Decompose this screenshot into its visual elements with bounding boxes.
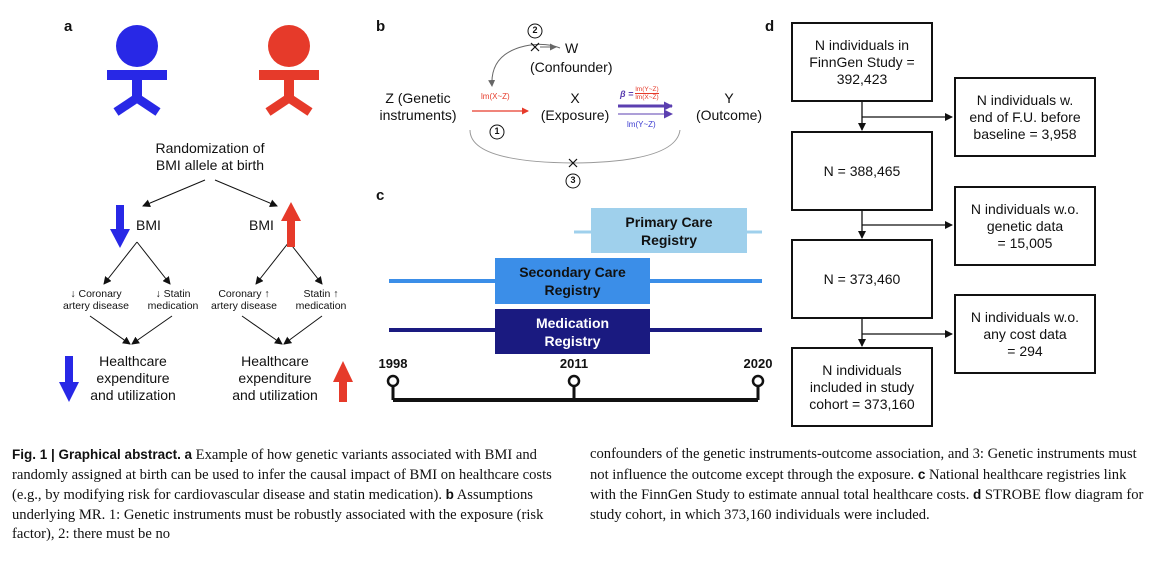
caption-b-text-2: confounders of the genetic instruments-o… [590, 446, 1137, 483]
bmi-up-arrow-icon [281, 202, 301, 247]
node-x: X (Exposure) [540, 90, 610, 123]
cross-mark-icon [530, 42, 578, 168]
caption-b-text-1: Assumptions underlying MR. 1: Genetic in… [12, 487, 544, 542]
node-z: Z (Genetic instruments) [379, 90, 457, 123]
randomization-text: Randomization of BMI allele at birth [155, 140, 265, 173]
lm-xz-label: lm(X~Z) [481, 92, 510, 101]
outcome-right-label: Healthcare expenditure and utilization [232, 353, 318, 403]
randomization-tree-lines [89, 179, 323, 345]
panel-d-label: d [765, 18, 775, 35]
outcome-left-label: Healthcare expenditure and utilization [90, 353, 176, 403]
caption-fig-title: Fig. 1 | Graphical abstract. [12, 447, 181, 462]
year-1998: 1998 [378, 356, 408, 371]
beta-formula: β = lm(Y~Z) lm(X~Z) [620, 86, 659, 101]
year-2011: 2011 [559, 356, 589, 371]
panel-a-label: a [64, 18, 73, 35]
statin-left-label: ↓ Statin medication [147, 288, 199, 312]
panel-c-label: c [376, 187, 385, 204]
outcome-down-arrow-icon [59, 356, 79, 402]
node-w-sub: (Confounder) [530, 59, 613, 75]
assumption-2-number: 2 [532, 25, 538, 35]
timeline-axis [386, 374, 765, 402]
node-w: W [565, 40, 579, 56]
coronary-left-label: ↓ Coronary artery disease [63, 288, 129, 312]
lm-yz-label: lm(Y~Z) [627, 120, 656, 129]
node-y: Y (Outcome) [695, 90, 763, 123]
person-red-icon [259, 25, 319, 116]
caption-right: confounders of the genetic instruments-o… [590, 446, 1144, 523]
bmi-left-label: BMI [136, 217, 161, 233]
outcome-up-arrow-icon [333, 361, 353, 402]
assumption-1-number: 1 [494, 126, 500, 136]
bmi-down-arrow-icon [110, 205, 130, 248]
person-blue-icon [107, 25, 167, 116]
flow-box-373460: N = 373,460 [791, 239, 933, 319]
year-2020: 2020 [743, 356, 773, 371]
numbered-circles [489, 23, 581, 189]
flow-box-388465: N = 388,465 [791, 131, 933, 211]
caption-d-text: STROBE flow diagram for study cohort, in… [590, 487, 1144, 523]
caption-left: Fig. 1 | Graphical abstract. a Example o… [12, 447, 552, 542]
assumption-3-number: 3 [570, 175, 576, 185]
flow-arrows [858, 102, 953, 347]
exclusion-box-cost: N individuals w.o.any cost data= 294 [954, 294, 1096, 374]
panel-b-label: b [376, 18, 386, 35]
bmi-right-label: BMI [249, 217, 274, 233]
caption-c-text: National healthcare registries link with… [590, 466, 1127, 504]
statin-right-label: Statin ↑ medication [295, 288, 347, 312]
caption-a-text: Example of how genetic variants associat… [12, 447, 552, 503]
coronary-right-label: Coronary ↑ artery disease [211, 288, 277, 312]
exclusion-box-genetic: N individuals w.o.genetic data= 15,005 [954, 186, 1096, 266]
